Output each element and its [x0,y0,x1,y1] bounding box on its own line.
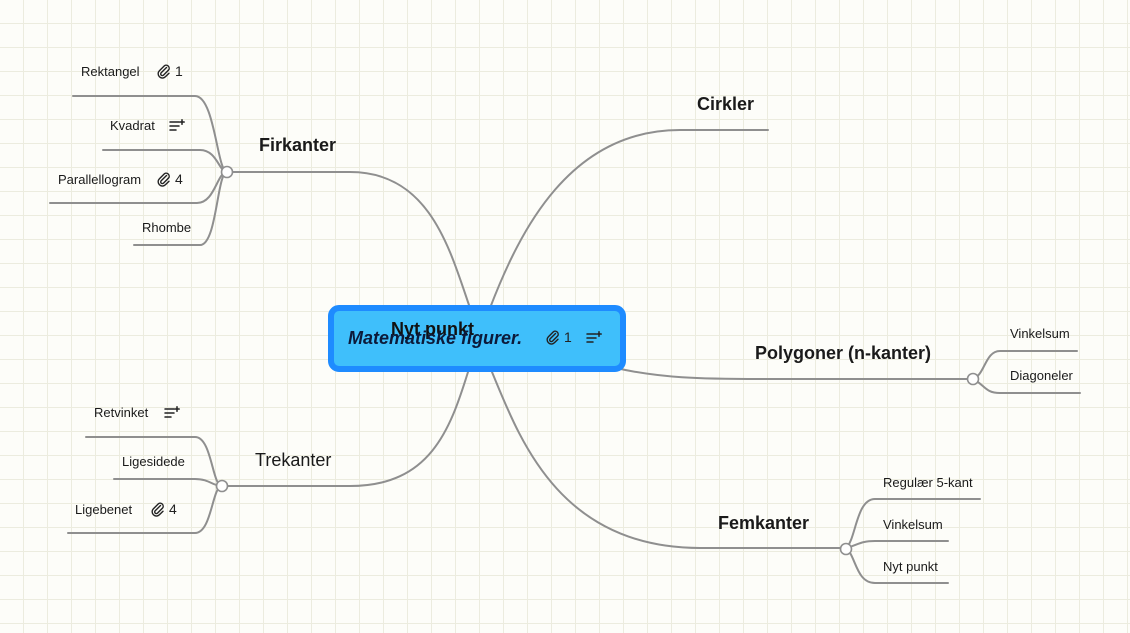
node-vinkelsum-polygoner[interactable]: Vinkelsum [1010,326,1070,341]
node-rhombe[interactable]: Rhombe [142,220,192,235]
node-vinkelsum-femkanter[interactable]: Vinkelsum [883,517,943,532]
branch-cirkler[interactable]: Cirkler [697,94,755,114]
branch-firkanter[interactable]: Firkanter [259,135,337,155]
connector-rektangel [72,95,228,173]
paperclip-icon [157,64,170,79]
connector-trekanter [226,371,469,487]
connector-femkanter [491,371,841,549]
paperclip-icon [151,502,164,517]
connector-vinkelsum-fem [845,540,949,549]
notes-icon[interactable] [169,119,185,133]
node-parallellogram[interactable]: Parallellogram [58,172,142,187]
notes-icon[interactable] [586,331,602,345]
rektangel-attachment-badge[interactable]: 1 [156,63,183,79]
dragging-node-label: Nyt punkt [391,319,474,339]
parallellogram-attachment-count: 4 [175,171,183,187]
branch-femkanter[interactable]: Femkanter [718,513,810,533]
root-node[interactable] [328,305,626,372]
collapse-handle-trekanter [215,479,229,493]
rektangel-attachment-count: 1 [175,63,183,79]
node-rektangel[interactable]: Rektangel [81,64,140,79]
connector-polygoner [615,367,968,380]
node-nyt-punkt[interactable]: Nyt punkt [883,559,938,574]
ligebenet-attachment-count: 4 [169,501,177,517]
node-regular-5-kant[interactable]: Regulær 5-kant [883,475,973,490]
parallellogram-attachment-badge[interactable]: 4 [156,171,183,187]
root-attachment-badge[interactable]: 1 [545,329,572,345]
collapse-handle-femkanter [839,542,853,556]
branch-polygoner[interactable]: Polygoner (n-kanter) [755,343,932,363]
collapse-handle-polygoner [966,372,980,386]
notes-icon[interactable] [164,406,180,420]
root-node-title[interactable]: Matematiske figurer. [348,328,523,348]
connector-ligesidede [113,478,223,487]
node-retvinket[interactable]: Retvinket [94,405,149,420]
paperclip-icon [157,172,170,187]
branch-trekanter[interactable]: Trekanter [255,450,332,470]
node-ligesidede[interactable]: Ligesidede [122,454,185,469]
connector-cirkler [489,129,769,309]
node-kvadrat[interactable]: Kvadrat [110,118,155,133]
root-attachment-count: 1 [564,329,572,345]
paperclip-icon [546,330,559,345]
collapse-handle-firkanter [220,165,234,179]
ligebenet-attachment-badge[interactable]: 4 [150,501,177,517]
node-diagoneler[interactable]: Diagoneler [1010,368,1073,383]
connector-kvadrat [102,149,228,173]
connector-firkanter [231,171,471,309]
node-ligebenet[interactable]: Ligebenet [75,502,133,517]
